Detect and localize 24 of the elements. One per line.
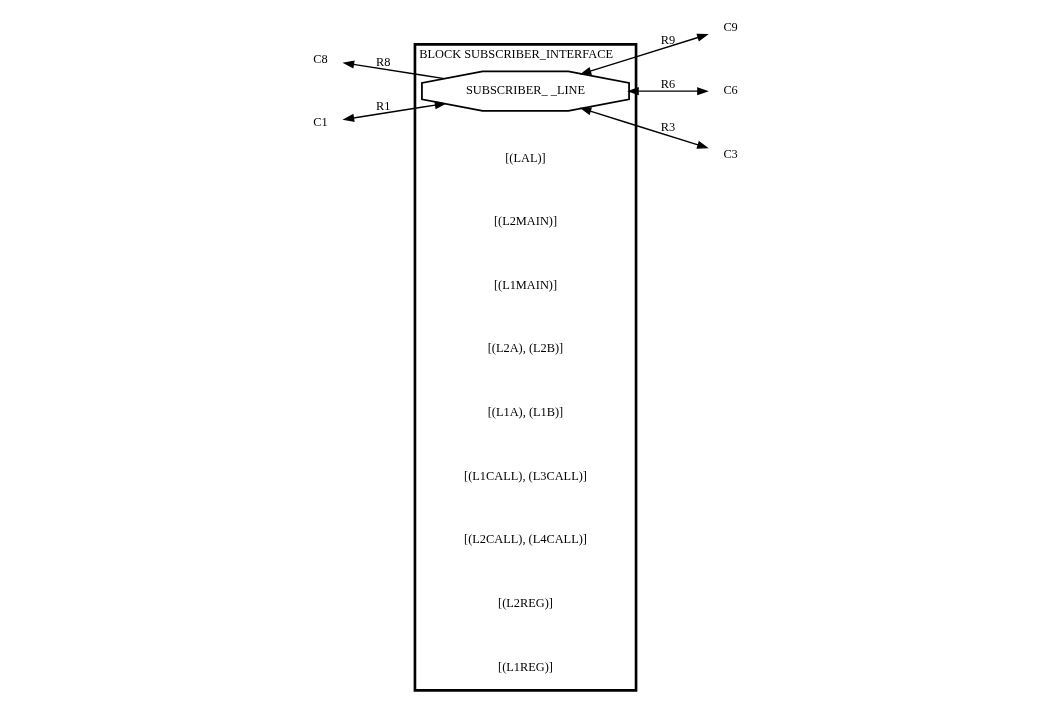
label: [(L2REG)]	[498, 595, 553, 610]
node-text: C8	[313, 51, 328, 66]
edge-label: R8	[375, 54, 391, 69]
arrow	[342, 101, 447, 122]
label: [(L1REG)]	[498, 659, 553, 674]
label: [(L1A), (L1B)]	[487, 405, 564, 420]
node-text: C3	[723, 147, 738, 162]
arrow	[579, 33, 709, 75]
arrow	[342, 60, 446, 80]
edge-label: R3	[660, 120, 676, 135]
label: [(L1MAIN)]	[493, 277, 558, 292]
label: [(L1CALL), (L3CALL)]	[464, 468, 587, 483]
label: [(L2A), (L2B)]	[487, 341, 564, 356]
arrow	[627, 87, 709, 96]
edge-label: R1	[375, 98, 391, 113]
node-text: C6	[723, 83, 738, 98]
node-text: C9	[723, 19, 738, 34]
node-text: C1	[313, 115, 328, 130]
label: [(L2MAIN)]	[493, 214, 558, 229]
edge-label: R6	[660, 76, 676, 91]
edge-label: R9	[660, 32, 676, 47]
label: [(LAL)]	[505, 150, 546, 165]
arrow	[579, 107, 709, 149]
label: [(L2CALL), (L4CALL)]	[464, 532, 587, 547]
